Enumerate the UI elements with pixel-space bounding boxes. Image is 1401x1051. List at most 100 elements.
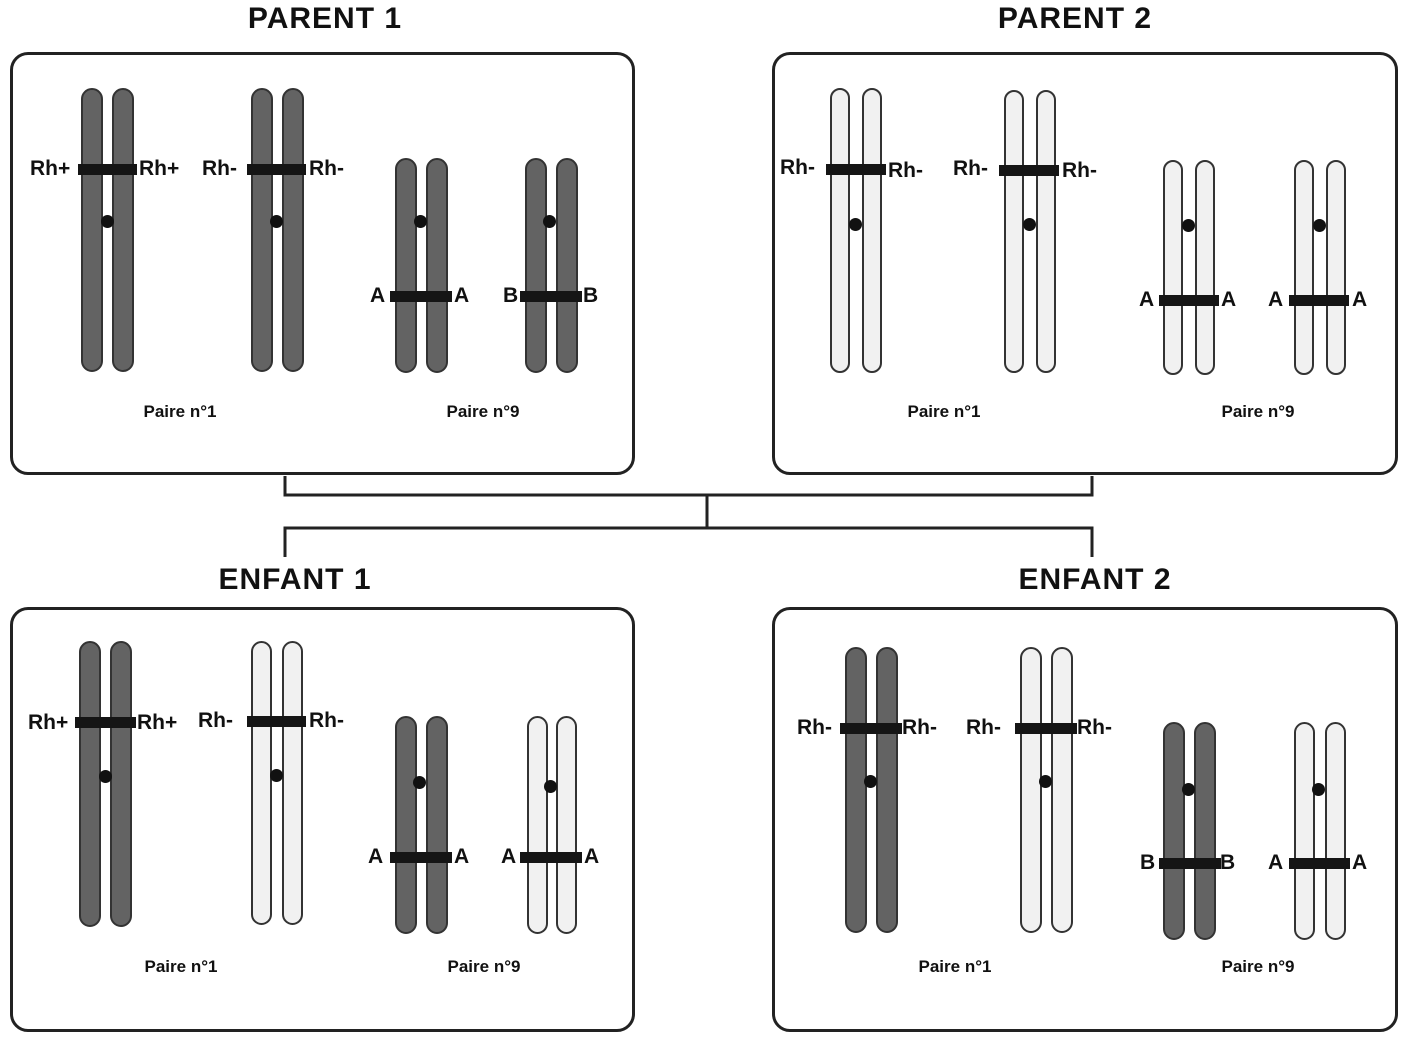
centromere xyxy=(413,776,426,789)
allele-label: B xyxy=(1220,851,1236,874)
enfant1-pair1-chromosome1-strand-left xyxy=(79,641,101,927)
allele-label: Rh+ xyxy=(28,711,69,734)
allele-label: Rh- xyxy=(780,156,815,179)
centromere xyxy=(101,215,114,228)
allele-label: A xyxy=(1139,288,1155,311)
enfant2-title: ENFANT 2 xyxy=(1018,563,1172,596)
allele-label: Rh- xyxy=(888,159,923,182)
allele-label: A xyxy=(1352,851,1368,874)
parent1-pair9-chromosome2-strand-left xyxy=(525,158,547,373)
pair9-label: Paire n°9 xyxy=(447,957,521,976)
enfant2-pair9-chromosome1-strand-right xyxy=(1194,722,1216,940)
allele-label: Rh- xyxy=(198,709,233,732)
children-bracket xyxy=(283,526,1094,557)
pair9-label: Paire n°9 xyxy=(446,402,520,421)
allele-label: A xyxy=(368,845,384,868)
abo-gene-band xyxy=(1159,858,1221,869)
centromere xyxy=(1182,783,1195,796)
enfant2-pair1-chromosome1-strand-right xyxy=(876,647,898,933)
allele-label: Rh+ xyxy=(30,157,71,180)
centromere xyxy=(1313,219,1326,232)
enfant1-pair1-chromosome2-strand-left xyxy=(251,641,272,925)
centromere xyxy=(543,215,556,228)
rh-gene-band xyxy=(247,164,306,175)
rh-gene-band xyxy=(840,723,902,734)
allele-label: Rh+ xyxy=(137,711,178,734)
allele-label: A xyxy=(454,284,470,307)
allele-label: B xyxy=(583,284,599,307)
centromere xyxy=(414,215,427,228)
enfant2-pair1-chromosome2-strand-right xyxy=(1051,647,1073,933)
parent2-pair1-chromosome1-strand-right xyxy=(862,88,882,373)
enfant1-pair9-chromosome2-strand-left xyxy=(527,716,548,934)
allele-label: Rh- xyxy=(902,716,937,739)
enfant2-pair1-chromosome2-strand-left xyxy=(1020,647,1042,933)
rh-gene-band xyxy=(75,717,136,728)
rh-gene-band xyxy=(826,164,886,175)
parent2-pair1-chromosome1-strand-left xyxy=(830,88,850,373)
allele-label: Rh- xyxy=(1077,716,1112,739)
allele-label: B xyxy=(1140,851,1156,874)
pair9-label: Paire n°9 xyxy=(1221,402,1295,421)
centromere xyxy=(849,218,862,231)
parent1-pair1-chromosome1-strand-left xyxy=(81,88,103,372)
allele-label: A xyxy=(501,845,517,868)
allele-label: A xyxy=(584,845,600,868)
enfant2-pair1-chromosome1-strand-left xyxy=(845,647,867,933)
allele-label: Rh- xyxy=(797,716,832,739)
parents-bracket xyxy=(283,476,1094,497)
centromere xyxy=(1182,219,1195,232)
pair1-label: Paire n°1 xyxy=(143,402,217,421)
abo-gene-band xyxy=(1159,295,1219,306)
pair1-label: Paire n°1 xyxy=(918,957,992,976)
enfant1-pair1-chromosome2-strand-right xyxy=(282,641,303,925)
rh-gene-band xyxy=(999,165,1059,176)
centromere xyxy=(270,769,283,782)
parent1-pair9-chromosome1-strand-left xyxy=(395,158,417,373)
abo-gene-band xyxy=(520,852,582,863)
abo-gene-band xyxy=(1289,295,1349,306)
abo-gene-band xyxy=(390,852,452,863)
centromere xyxy=(99,770,112,783)
centromere xyxy=(864,775,877,788)
parent1-pair1-chromosome2-strand-left xyxy=(251,88,273,372)
enfant2-pair9-chromosome1-strand-left xyxy=(1163,722,1185,940)
enfant1-pair9-chromosome1-strand-right xyxy=(426,716,448,934)
enfant2-pair9-chromosome2-strand-right xyxy=(1325,722,1346,940)
allele-label: Rh- xyxy=(309,709,344,732)
centromere xyxy=(544,780,557,793)
enfant1-pair9-chromosome1-strand-left xyxy=(395,716,417,934)
parent2-pair9-chromosome2-strand-right xyxy=(1326,160,1346,375)
enfant2-pair9-chromosome2-strand-left xyxy=(1294,722,1315,940)
allele-label: A xyxy=(1268,851,1284,874)
enfant1-pair9-chromosome2-strand-right xyxy=(556,716,577,934)
rh-gene-band xyxy=(1015,723,1077,734)
allele-label: Rh- xyxy=(1062,159,1097,182)
allele-label: A xyxy=(454,845,470,868)
parent2-pair9-chromosome1-strand-left xyxy=(1163,160,1183,375)
allele-label: Rh- xyxy=(953,157,988,180)
enfant1-pair1-chromosome1-strand-right xyxy=(110,641,132,927)
allele-label: A xyxy=(1352,288,1368,311)
centromere xyxy=(1023,218,1036,231)
rh-gene-band xyxy=(247,716,306,727)
allele-label: Rh- xyxy=(202,157,237,180)
parent2-pair1-chromosome2-strand-right xyxy=(1036,90,1056,373)
allele-label: A xyxy=(1268,288,1284,311)
enfant1-title: ENFANT 1 xyxy=(218,563,372,596)
parent2-pair9-chromosome1-strand-right xyxy=(1195,160,1215,375)
parent1-pair1-chromosome2-strand-right xyxy=(282,88,304,372)
centromere xyxy=(1312,783,1325,796)
parent1-pair9-chromosome1-strand-right xyxy=(426,158,448,373)
centromere xyxy=(270,215,283,228)
parent1-pair9-chromosome2-strand-right xyxy=(556,158,578,373)
allele-label: Rh+ xyxy=(139,157,180,180)
pair1-label: Paire n°1 xyxy=(907,402,981,421)
allele-label: A xyxy=(370,284,386,307)
rh-gene-band xyxy=(78,164,137,175)
allele-label: Rh- xyxy=(309,157,344,180)
parent1-pair1-chromosome1-strand-right xyxy=(112,88,134,372)
allele-label: B xyxy=(503,284,519,307)
abo-gene-band xyxy=(520,291,582,302)
